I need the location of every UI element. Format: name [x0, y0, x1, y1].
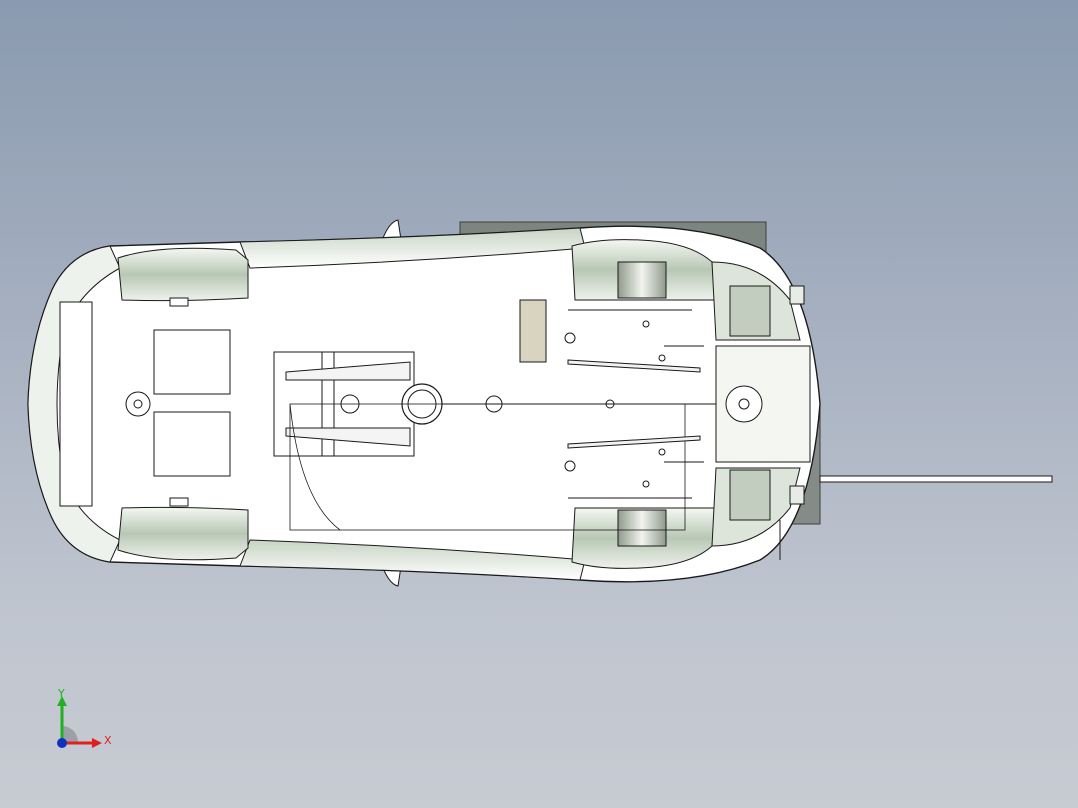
exhaust-pipe-bottom: [789, 485, 805, 505]
steering-mount: [125, 391, 151, 417]
front-panel: [59, 301, 93, 507]
front-fender-bottom: [117, 506, 249, 561]
triad-graphic: [57, 696, 102, 748]
seat-right: [153, 411, 231, 477]
origin-dot: [57, 738, 67, 748]
y-axis-label: Y: [58, 687, 65, 700]
battery-box: [519, 299, 547, 363]
tow-bar: [819, 475, 1053, 483]
differential: [725, 385, 763, 423]
muffler-top: [729, 285, 771, 337]
exhaust-pipe-top: [789, 285, 805, 305]
seat-left: [153, 329, 231, 395]
muffler-bottom: [729, 469, 771, 521]
rear-wheel-bottom: [617, 509, 667, 547]
coordinate-triad: Y X: [48, 686, 118, 756]
rear-wheel-top: [617, 261, 667, 299]
front-fender-top: [117, 247, 249, 302]
x-axis-label: X: [104, 734, 112, 747]
